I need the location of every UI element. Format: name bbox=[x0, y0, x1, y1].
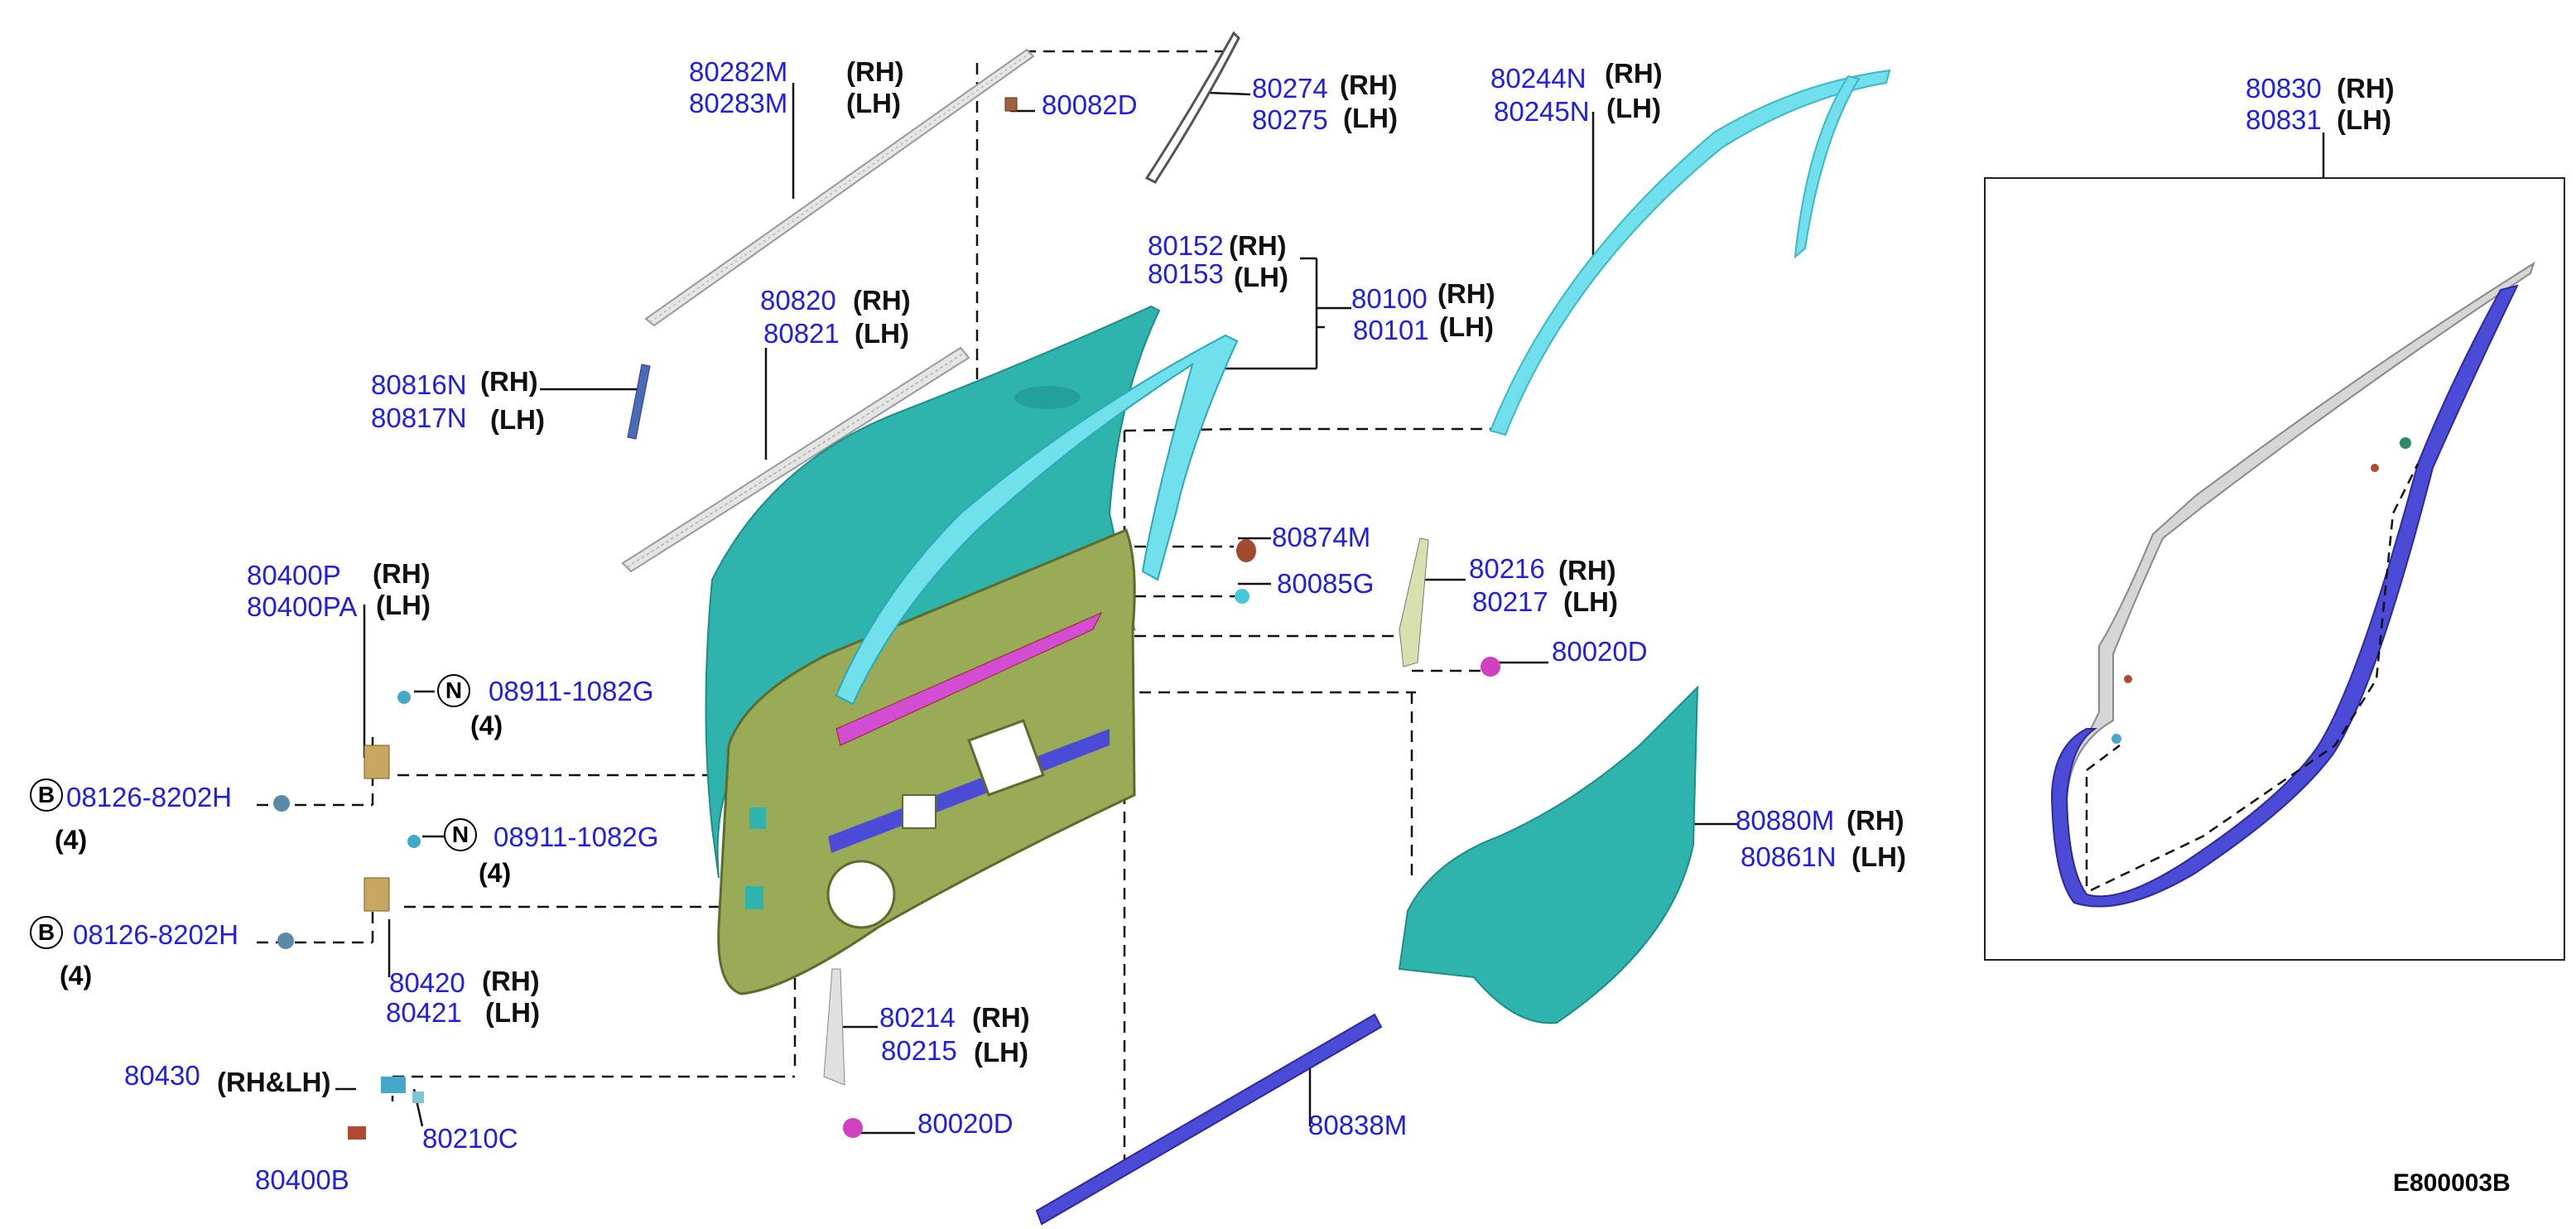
callout-part: 80861N bbox=[1741, 841, 1837, 872]
fastener-symbol-n: N bbox=[444, 818, 477, 851]
callout-side: (RH) bbox=[846, 56, 904, 87]
callout-part: 80838M bbox=[1308, 1110, 1408, 1140]
callout-side: (RH) bbox=[853, 285, 911, 316]
callout-part: 80400PA bbox=[247, 591, 358, 622]
fastener-part: 08911-1082G bbox=[489, 676, 654, 706]
callout-side: (LH) bbox=[1606, 93, 1661, 123]
callout-part: 80400P bbox=[247, 560, 341, 590]
callout-part: 80400B bbox=[255, 1164, 349, 1195]
small-parts bbox=[273, 537, 1500, 1140]
callout-side: (LH) bbox=[376, 590, 431, 620]
fastener-part: 08911-1082G bbox=[494, 822, 659, 852]
callout-side: (LH) bbox=[855, 318, 909, 349]
callout-part: 80101 bbox=[1353, 315, 1429, 345]
callout-part: 80152 bbox=[1148, 230, 1224, 261]
callout-part: 80274 bbox=[1252, 73, 1328, 104]
lower-seal-strip bbox=[1035, 1013, 1383, 1226]
belt-moulding bbox=[621, 346, 970, 573]
callout-part: 80100 bbox=[1351, 283, 1428, 314]
callout-side: (RH) bbox=[1229, 230, 1287, 261]
fastener-symbol-b: B bbox=[30, 916, 63, 949]
callout-part: 80216 bbox=[1469, 553, 1545, 584]
callout-side: (LH) bbox=[1234, 262, 1288, 292]
callout-part: 80874M bbox=[1272, 522, 1371, 552]
callout-part: 80153 bbox=[1148, 258, 1224, 289]
clip-80082D bbox=[1004, 97, 1018, 112]
inset-weatherstrip bbox=[2050, 261, 2535, 908]
callout-side: (LH) bbox=[846, 88, 901, 118]
callout-side: (RH) bbox=[1605, 58, 1663, 89]
callout-part: 80215 bbox=[881, 1035, 957, 1066]
callout-side: (LH) bbox=[1343, 103, 1398, 133]
fastener-qty: (4) bbox=[470, 711, 503, 740]
fastener-part: 08126-8202H bbox=[73, 919, 238, 950]
weatherstrip-inset-frame bbox=[1984, 177, 2565, 961]
callout-side: (LH) bbox=[490, 404, 545, 435]
callout-side: (LH) bbox=[974, 1037, 1028, 1068]
callout-side: (RH) bbox=[1847, 805, 1904, 836]
division-strip bbox=[627, 364, 651, 440]
callout-side: (RH) bbox=[1437, 278, 1495, 309]
callout-part: 80210C bbox=[422, 1123, 518, 1154]
callout-side: (RH) bbox=[972, 1002, 1030, 1033]
sealing-screen bbox=[1398, 685, 1699, 1024]
callout-part: 80275 bbox=[1252, 104, 1328, 135]
callout-side: (RH) bbox=[373, 558, 431, 589]
fastener-part: 08126-8202H bbox=[66, 782, 232, 812]
callout-part: 80282M bbox=[689, 56, 788, 87]
callout-part: 80820 bbox=[760, 285, 836, 316]
callout-part: 80830 bbox=[2246, 73, 2322, 104]
callout-side: (RH) bbox=[482, 966, 540, 996]
callout-part: 80430 bbox=[124, 1060, 200, 1091]
roof-moulding bbox=[644, 48, 1035, 327]
callout-part: 80817N bbox=[371, 402, 467, 433]
callout-side: (RH) bbox=[2337, 73, 2395, 104]
fastener-symbol-n: N bbox=[437, 674, 470, 707]
callout-side: (RH) bbox=[480, 366, 538, 397]
callout-side: (LH) bbox=[2337, 104, 2391, 135]
callout-part: 80421 bbox=[386, 997, 462, 1028]
door-inner-shell bbox=[717, 528, 1136, 995]
callout-part: 80816N bbox=[371, 369, 467, 400]
pillar-garnish bbox=[1144, 31, 1240, 184]
callout-part: 80020D bbox=[1552, 636, 1648, 667]
fastener-symbol-b: B bbox=[30, 778, 63, 812]
callout-part: 80217 bbox=[1472, 586, 1548, 617]
callout-side: (RH&LH) bbox=[217, 1067, 331, 1097]
fastener-qty: (4) bbox=[60, 961, 93, 990]
callout-part: 80831 bbox=[2246, 104, 2322, 135]
callout-part: 80214 bbox=[879, 1002, 956, 1033]
callout-side: (LH) bbox=[1851, 841, 1906, 872]
diagram-reference-id: E800003B bbox=[2393, 1169, 2511, 1197]
callout-part: 80245N bbox=[1494, 96, 1590, 127]
fastener-qty: (4) bbox=[55, 825, 88, 855]
callout-part: 80020D bbox=[917, 1108, 1014, 1139]
callout-side: (RH) bbox=[1558, 555, 1616, 586]
callout-part: 80244N bbox=[1490, 63, 1587, 94]
callout-side: (LH) bbox=[1439, 311, 1494, 342]
upper-sash-seal bbox=[1489, 69, 1891, 436]
callout-side: (LH) bbox=[485, 997, 540, 1028]
callout-side: (LH) bbox=[1563, 586, 1618, 617]
callout-part: 80880M bbox=[1736, 805, 1835, 836]
callout-part: 80821 bbox=[763, 318, 840, 349]
fastener-qty: (4) bbox=[479, 858, 512, 888]
callout-part: 80085G bbox=[1277, 568, 1375, 599]
callout-part: 80420 bbox=[389, 967, 465, 998]
window-sash bbox=[835, 334, 1239, 706]
callout-side: (RH) bbox=[1340, 70, 1398, 100]
callout-part: 80283M bbox=[689, 88, 788, 118]
callout-part: 80082D bbox=[1042, 89, 1138, 120]
